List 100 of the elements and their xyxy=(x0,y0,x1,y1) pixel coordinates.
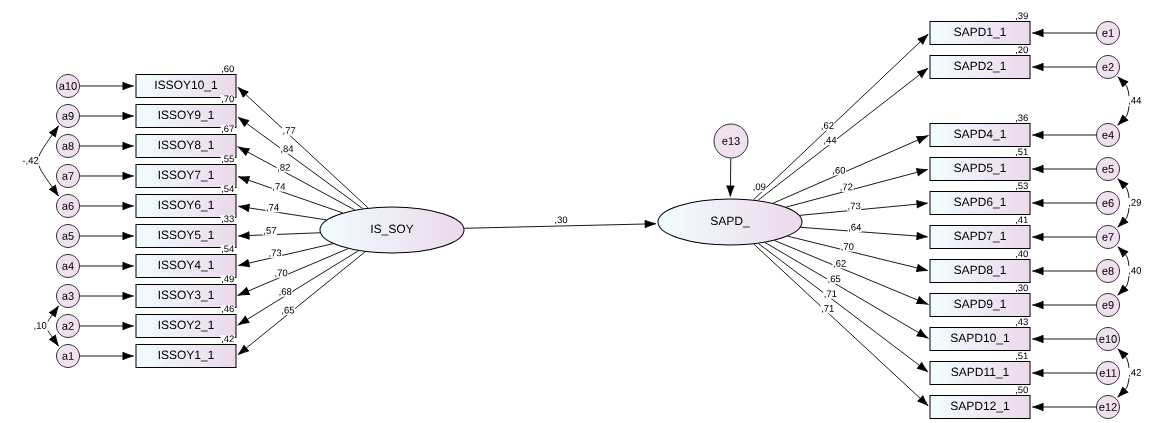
arrow xyxy=(1032,130,1097,140)
arrow xyxy=(237,86,369,209)
covariance-arrow xyxy=(45,305,59,347)
arrow xyxy=(753,33,929,201)
arrow xyxy=(785,168,929,208)
edge-label: ,71 xyxy=(820,304,835,314)
arrow xyxy=(79,231,134,241)
arrow xyxy=(799,200,928,216)
observed-variable-box: SAPD6_1 xyxy=(929,191,1031,215)
r-squared-label: ,30 xyxy=(1014,283,1029,293)
edge-label: ,57 xyxy=(262,226,277,236)
arrow xyxy=(1032,402,1097,412)
covariance-arrow xyxy=(37,125,59,197)
edge-label: ,74 xyxy=(271,182,286,192)
arrow xyxy=(79,171,134,181)
covariance-arrow xyxy=(1117,246,1130,296)
arrow xyxy=(800,226,928,241)
arrow xyxy=(764,242,929,339)
r-squared-label: ,33 xyxy=(220,214,235,224)
r-squared-label: ,46 xyxy=(220,304,235,314)
arrow xyxy=(237,251,366,356)
r-squared-label: ,54 xyxy=(220,185,235,194)
edge-label: ,62 xyxy=(820,121,835,131)
arrow xyxy=(79,321,134,331)
arrow xyxy=(726,157,735,197)
r-squared-label: ,67 xyxy=(220,124,235,134)
r-squared-label: ,20 xyxy=(1014,45,1029,55)
r-squared-label: ,50 xyxy=(1014,385,1029,395)
edge-label: ,77 xyxy=(282,126,297,136)
arrow xyxy=(238,243,334,268)
edge-label: -,42 xyxy=(21,156,40,166)
r-squared-label: ,53 xyxy=(1014,181,1029,191)
r-squared-label: ,55 xyxy=(220,155,235,164)
arrow xyxy=(772,135,929,204)
arrow xyxy=(238,203,327,221)
r-squared-label: ,09 xyxy=(752,182,767,192)
arrow xyxy=(787,235,929,273)
edge-label: ,65 xyxy=(280,306,296,316)
observed-variable-box: SAPD11_1 xyxy=(929,361,1031,385)
edge-label: ,10 xyxy=(32,321,48,331)
arrow xyxy=(758,243,929,373)
edge-label: ,68 xyxy=(278,287,293,297)
observed-variable-box: SAPD2_1 xyxy=(929,55,1031,79)
r-squared-label: ,41 xyxy=(1014,216,1029,225)
observed-variable-box: SAPD8_1 xyxy=(929,259,1031,283)
r-squared-label: ,39 xyxy=(1014,11,1029,21)
arrow xyxy=(237,116,364,209)
covariance-arrow xyxy=(1117,76,1130,126)
arrow xyxy=(757,67,929,201)
covariance-arrow xyxy=(1117,178,1130,228)
r-squared-label: ,60 xyxy=(220,64,235,74)
arrow xyxy=(1032,266,1097,276)
arrow xyxy=(237,250,359,326)
arrow xyxy=(1032,164,1097,174)
arrow xyxy=(774,240,929,305)
observed-variable-box: SAPD1_1 xyxy=(929,21,1031,45)
arrow xyxy=(753,243,929,407)
edge-label: ,82 xyxy=(276,163,291,173)
observed-variable-box: SAPD12_1 xyxy=(929,395,1031,419)
arrow xyxy=(1032,232,1097,242)
arrow xyxy=(237,248,349,296)
r-squared-label: ,36 xyxy=(1014,113,1029,123)
arrow xyxy=(1032,368,1097,378)
arrow xyxy=(238,231,321,240)
edge-label: ,44 xyxy=(822,136,838,146)
r-squared-label: ,51 xyxy=(1014,352,1029,361)
r-squared-label: ,51 xyxy=(1014,148,1029,157)
edge-label: ,72 xyxy=(839,183,854,192)
arrow xyxy=(79,141,134,151)
arrow xyxy=(237,176,343,214)
edge-label: ,42 xyxy=(1127,368,1143,378)
observed-variable-box: SAPD9_1 xyxy=(929,293,1031,317)
arrow xyxy=(1032,334,1097,344)
r-squared-label: ,70 xyxy=(220,94,235,104)
edge-label: ,74 xyxy=(265,203,280,213)
observed-variable-box: SAPD5_1 xyxy=(929,157,1031,181)
r-squared-label: ,43 xyxy=(1014,317,1029,327)
edge-label: ,40 xyxy=(1127,266,1143,276)
arrow xyxy=(237,146,356,211)
arrow xyxy=(79,111,134,121)
r-squared-label: ,54 xyxy=(220,245,235,254)
arrow xyxy=(79,261,134,271)
observed-variable-box: SAPD7_1 xyxy=(929,225,1031,249)
arrow xyxy=(1032,28,1097,38)
covariance-arrow xyxy=(1117,348,1130,398)
observed-variable-box: SAPD10_1 xyxy=(929,327,1031,351)
arrow xyxy=(79,291,134,301)
arrow xyxy=(1032,198,1097,208)
arrow xyxy=(1032,300,1097,310)
edge-label: ,73 xyxy=(268,249,283,258)
edge-label: ,71 xyxy=(823,290,838,299)
edge-label: ,44 xyxy=(1127,96,1143,106)
edge-label: ,84 xyxy=(279,144,295,154)
arrow xyxy=(79,351,134,361)
edge-label: ,62 xyxy=(832,259,847,269)
edge-label: ,29 xyxy=(1127,198,1143,208)
r-squared-label: ,49 xyxy=(220,274,235,284)
arrow xyxy=(79,81,134,91)
arrow xyxy=(1032,62,1097,72)
edge-label: ,65 xyxy=(827,275,842,284)
